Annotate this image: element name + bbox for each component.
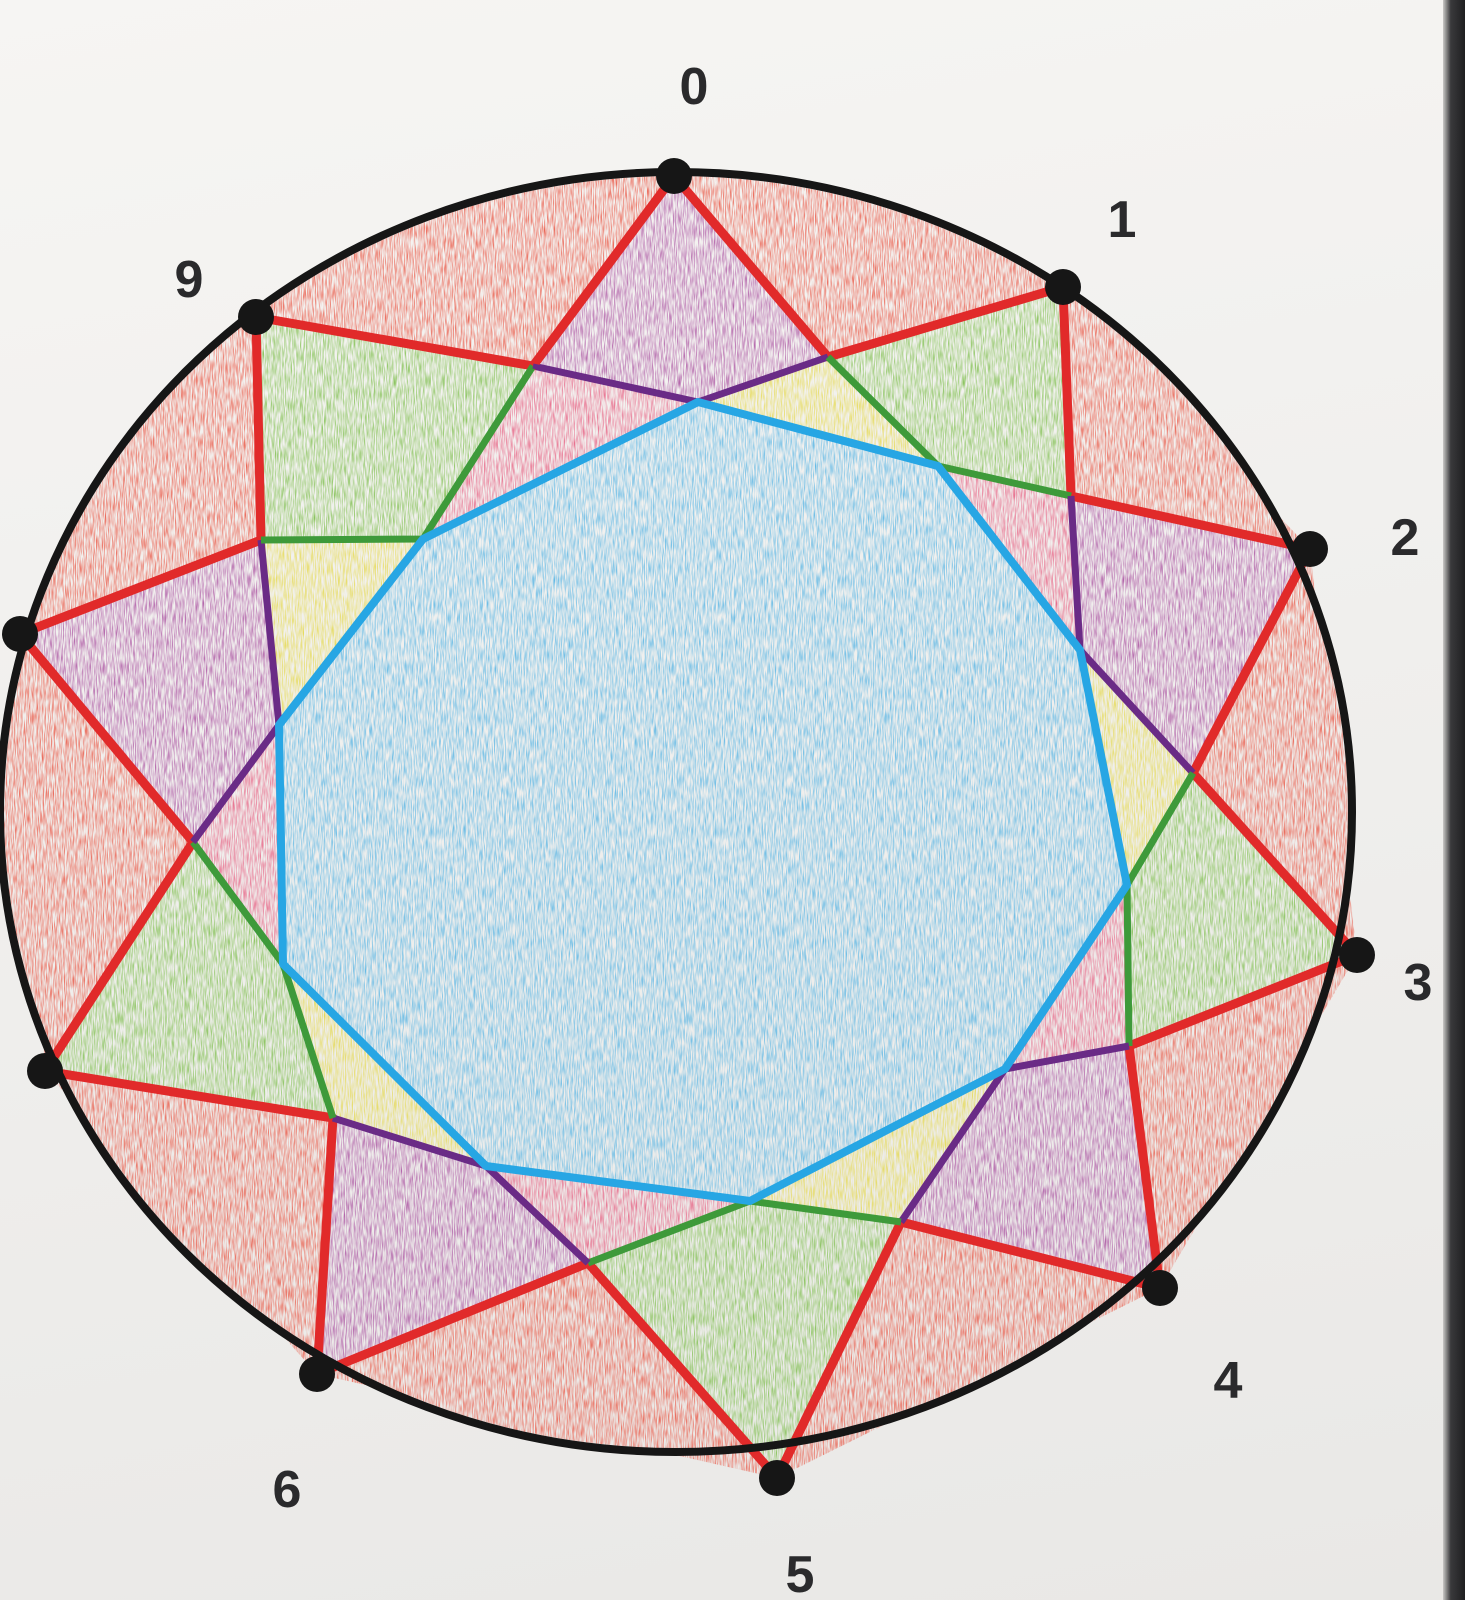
vertex-dot-3	[1339, 937, 1375, 973]
purple-star-point	[533, 176, 828, 402]
blue-center-region	[279, 402, 1127, 1201]
red-outer-triangle	[1129, 955, 1357, 1288]
vertex-label-1: 1	[1108, 191, 1137, 249]
vertex-dot-4	[1142, 1270, 1178, 1306]
vertex-label-2: 2	[1391, 509, 1420, 567]
red-outer-triangle	[45, 1071, 333, 1374]
blue-decagon-outline	[275, 398, 1131, 1205]
green-star-point	[256, 317, 533, 540]
purple-star-point	[20, 540, 279, 842]
vertex-dot-6	[299, 1356, 335, 1392]
vertex-dot-2	[1292, 531, 1328, 567]
red-outer-triangle	[1193, 549, 1357, 955]
inner-star-line	[532, 363, 699, 405]
vertex-label-3: 3	[1404, 954, 1433, 1012]
vertex-dot-0	[656, 158, 692, 194]
yellow-sliver	[1080, 650, 1193, 885]
vertex-dot-1	[1045, 269, 1081, 305]
yellow-sliver	[750, 1069, 1005, 1222]
purple-star-point	[901, 1046, 1160, 1288]
vertex-dot-5	[759, 1460, 795, 1496]
pink-sliver	[486, 1166, 750, 1263]
pink-sliver	[423, 366, 698, 539]
vertex-dots	[2, 158, 1375, 1496]
red-outer-triangle	[20, 634, 193, 1071]
vertex-label-5: 5	[786, 1546, 815, 1600]
vertex-dot-7	[27, 1053, 63, 1089]
vertex-label-4: 4	[1214, 1352, 1243, 1410]
red-outer-triangle	[20, 317, 261, 634]
green-star-point	[45, 842, 333, 1118]
drawn-lines	[16, 173, 1361, 1481]
page-edge	[1443, 0, 1465, 1600]
vertex-label-9: 9	[175, 251, 204, 309]
vertex-dot-8	[2, 616, 38, 652]
purple-star-point	[317, 1118, 588, 1374]
pink-sliver	[193, 725, 283, 964]
red-outer-triangle	[1063, 287, 1310, 549]
green-star-point	[588, 1201, 901, 1478]
vertex-label-0: 0	[680, 58, 709, 116]
vertex-dot-9	[238, 299, 274, 335]
vertex-labels: 0 1 2 3 4 5 6 9	[175, 58, 1433, 1600]
red-outer-triangle	[256, 176, 674, 366]
vertex-label-6: 6	[273, 1461, 302, 1519]
red-outer-triangle	[317, 1263, 777, 1478]
